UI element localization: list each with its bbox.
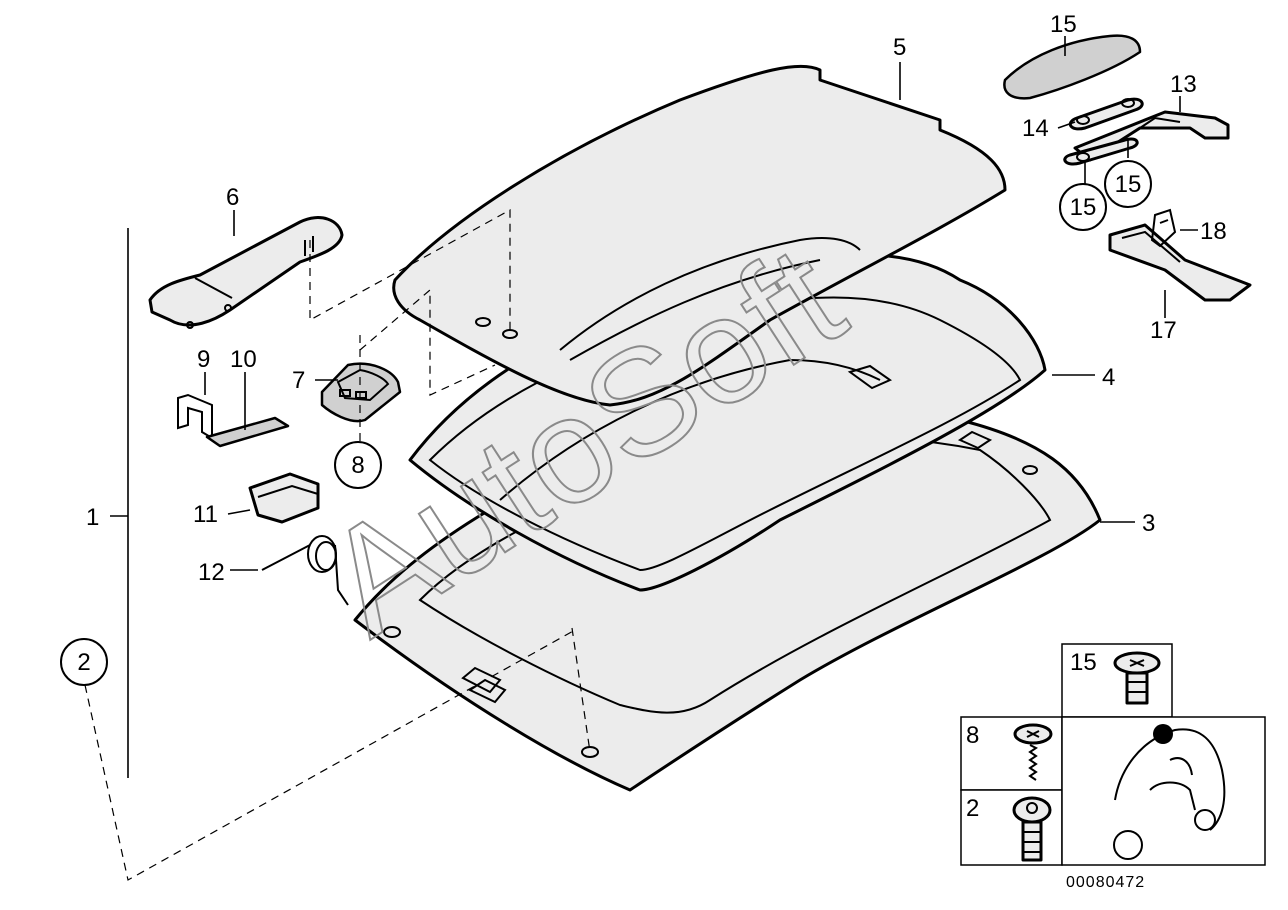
part-17-tray (1108, 223, 1252, 302)
leader-lines (204, 36, 1198, 571)
image-code: 00080472 (1066, 874, 1145, 891)
svg-text:15: 15 (1070, 194, 1097, 221)
assembly-dash-lines (84, 208, 591, 881)
part-10-pad (205, 416, 290, 448)
group-bracket-line (110, 228, 129, 778)
circled-callout-8: 8 (334, 441, 382, 489)
callout-labels: 1 3 4 5 6 7 9 10 11 12 13 14 15 17 18 (86, 11, 1227, 586)
callout-14: 14 (1022, 115, 1049, 142)
part-18-clip (1150, 208, 1177, 248)
callout-9: 9 (197, 346, 210, 373)
callout-3: 3 (1142, 510, 1155, 537)
callout-7: 7 (292, 367, 305, 394)
inset-label-2: 2 (966, 795, 979, 822)
part-16-cover (1003, 34, 1142, 100)
part-5-top-panel (392, 64, 1007, 407)
circled-callout-2: 2 (60, 638, 108, 686)
screw-2-icon (1012, 796, 1052, 862)
callout-11: 11 (193, 501, 218, 528)
screw-15-icon (1113, 651, 1161, 705)
callout-10: 10 (230, 346, 257, 373)
callout-18: 18 (1200, 218, 1227, 245)
part-12-spring (261, 535, 349, 606)
part-6-handle-cover (148, 216, 344, 329)
circled-callout-15-right: 15 (1104, 160, 1152, 208)
part-11-cap (248, 472, 320, 524)
inset-label-8: 8 (966, 722, 979, 749)
circled-callout-15-left: 15 (1059, 183, 1107, 231)
screw-8-icon (1013, 723, 1053, 781)
part-7-bracket (320, 362, 402, 423)
callout-6: 6 (226, 184, 239, 211)
svg-text:2: 2 (77, 649, 90, 676)
part-9-clip (177, 393, 213, 440)
part-14-plate (1063, 97, 1144, 166)
svg-text:15: 15 (1115, 171, 1142, 198)
hardware-inset: 15 8 2 (960, 643, 1266, 866)
inset-label-15: 15 (1070, 649, 1097, 676)
callout-4: 4 (1102, 364, 1115, 391)
callout-1: 1 (86, 504, 99, 531)
svg-text:8: 8 (351, 452, 364, 479)
scooter-vehicle-icon (1113, 724, 1226, 860)
callout-17: 17 (1150, 317, 1177, 344)
callout-13: 13 (1170, 71, 1197, 98)
callout-12: 12 (198, 559, 225, 586)
callout-16: 15 (1050, 11, 1077, 38)
location-marker-dot (1153, 724, 1173, 744)
callout-5: 5 (893, 34, 906, 61)
